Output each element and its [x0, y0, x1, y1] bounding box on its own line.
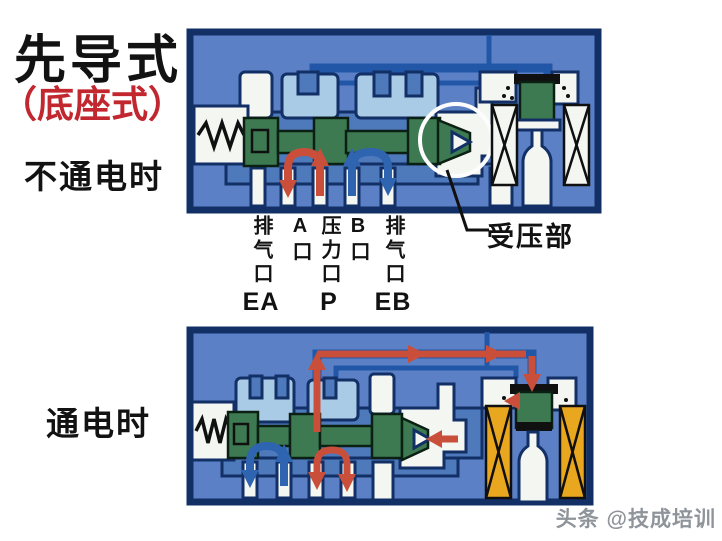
- port-label-ea: 排气口 EA: [242, 215, 280, 317]
- port-label-eb: 排气口 EB: [374, 215, 412, 317]
- flow-arrows-b-to-eb: [343, 147, 397, 196]
- pilot-stem: [521, 128, 553, 208]
- pilot-stem: [517, 430, 549, 504]
- spring-icon: [196, 117, 246, 153]
- port-label-a-cn: A口: [289, 215, 311, 265]
- callout-label: 受压部: [487, 222, 574, 252]
- port-ea: [249, 166, 267, 208]
- state-label-de-energized: 不通电时: [24, 158, 164, 195]
- port-label-p: 压力口 P: [312, 215, 346, 317]
- port-label-p-cn: 压力口: [318, 215, 340, 287]
- flow-arrows-p-to-a: [279, 147, 329, 198]
- port-label-eb-en: EB: [374, 288, 412, 316]
- port-eb: [371, 460, 395, 502]
- watermark: 头条 @技成培训: [555, 508, 716, 531]
- port-label-ea-cn: 排气口: [250, 215, 272, 287]
- valve-diagram-energized: [186, 326, 594, 506]
- port-label-a: A口: [283, 215, 317, 317]
- valve-diagram-de-energized: [186, 28, 602, 214]
- state-label-energized: 通电时: [46, 405, 151, 442]
- coil-left-icon: [490, 103, 519, 187]
- page-subtitle: （底座式）: [0, 84, 185, 125]
- callout-pointer-line: [445, 169, 489, 232]
- port-label-p-en: P: [320, 288, 338, 316]
- coil-left-energized-icon: [484, 404, 513, 500]
- flow-arrows-a-to-ea: [241, 441, 293, 488]
- coil-right-icon: [562, 103, 591, 187]
- spool-push-arrow: [426, 430, 442, 448]
- return-spring: [192, 104, 250, 166]
- armature: [518, 80, 556, 122]
- page-title: 先导式: [14, 32, 183, 90]
- port-label-eb-cn: 排气口: [382, 215, 404, 287]
- pilot-solenoid-de-energized: [478, 70, 591, 208]
- pilot-flow-arrows-red: [308, 345, 541, 448]
- spool: [242, 116, 474, 168]
- spool-shifted: [226, 410, 434, 462]
- flow-arrows-p-to-b: [308, 446, 356, 492]
- port-label-ea-en: EA: [242, 288, 280, 316]
- pilot-solenoid-energized: [480, 376, 587, 504]
- port-label-b: B口: [341, 215, 375, 317]
- coil-right-energized-icon: [558, 404, 587, 500]
- port-label-b-cn: B口: [347, 215, 369, 265]
- spring-icon: [194, 413, 234, 444]
